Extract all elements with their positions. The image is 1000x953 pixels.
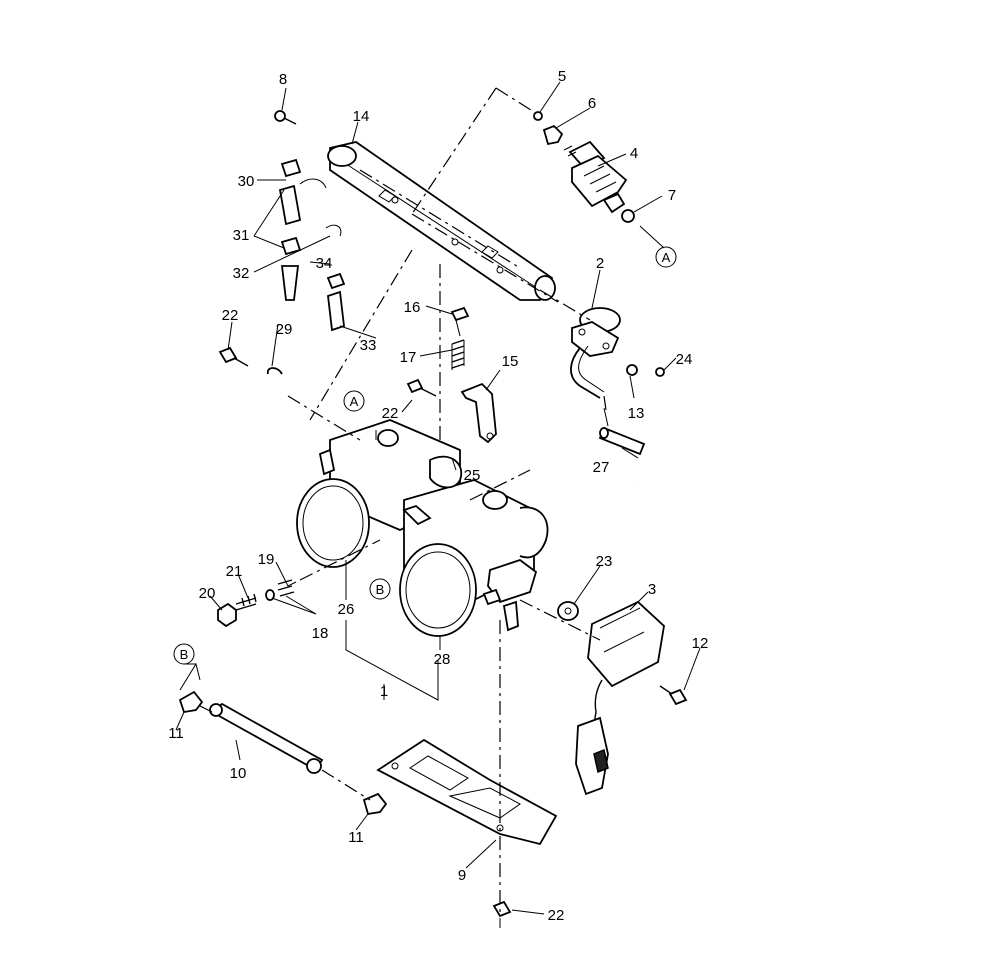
leader-lines bbox=[175, 81, 701, 915]
label-22-bottom: 22 bbox=[548, 907, 565, 924]
screw-12 bbox=[659, 685, 688, 706]
screw-22-left bbox=[218, 346, 249, 367]
label-10: 10 bbox=[230, 765, 247, 782]
label-26: 26 bbox=[338, 601, 355, 618]
label-9: 9 bbox=[458, 867, 466, 884]
label-22-mid: 22 bbox=[382, 405, 399, 422]
label-23: 23 bbox=[596, 553, 613, 570]
label-27: 27 bbox=[593, 459, 610, 476]
label-28: 28 bbox=[434, 651, 451, 668]
throttle-position-sensor bbox=[575, 600, 665, 796]
label-25: 25 bbox=[464, 467, 481, 484]
label-21: 21 bbox=[226, 563, 243, 580]
pressure-regulator bbox=[570, 307, 638, 399]
washer-23 bbox=[557, 601, 579, 621]
label-22-left: 22 bbox=[222, 307, 239, 324]
reference-a-right: A bbox=[655, 246, 677, 268]
ref-a-right: A bbox=[662, 250, 671, 265]
label-30: 30 bbox=[238, 173, 255, 190]
cap-11-upper bbox=[178, 690, 204, 714]
label-6: 6 bbox=[588, 95, 596, 112]
label-13: 13 bbox=[628, 405, 645, 422]
fuel-rail bbox=[327, 141, 556, 301]
screw-22-mid bbox=[406, 378, 437, 397]
label-32: 32 bbox=[233, 265, 250, 282]
label-34: 34 bbox=[316, 255, 333, 272]
vacuum-tube bbox=[598, 407, 646, 456]
label-18: 18 bbox=[312, 625, 329, 642]
mounting-plate bbox=[376, 738, 558, 846]
label-31: 31 bbox=[233, 227, 250, 244]
ref-b-left: B bbox=[180, 647, 189, 662]
label-14: 14 bbox=[353, 108, 370, 125]
label-24: 24 bbox=[676, 351, 693, 368]
bolt-16 bbox=[450, 306, 470, 337]
screw-8 bbox=[274, 110, 297, 125]
label-12: 12 bbox=[692, 635, 709, 652]
label-29: 29 bbox=[276, 321, 293, 338]
label-8: 8 bbox=[279, 71, 287, 88]
shaft-10 bbox=[209, 702, 324, 774]
screw-22-bottom bbox=[492, 900, 512, 928]
fuel-injector bbox=[533, 111, 635, 223]
callout-labels: 8 14 5 6 4 7 30 31 32 34 22 29 33 16 17 … bbox=[168, 68, 708, 924]
label-15: 15 bbox=[502, 353, 519, 370]
throttle-body bbox=[296, 419, 549, 637]
label-11-upper: 11 bbox=[168, 725, 184, 742]
label-3: 3 bbox=[648, 581, 656, 598]
reference-a-left: A bbox=[343, 390, 365, 412]
label-19: 19 bbox=[258, 551, 275, 568]
adjust-hardware bbox=[217, 579, 295, 628]
label-20: 20 bbox=[199, 585, 216, 602]
label-1: 1 bbox=[380, 683, 388, 700]
cap-11-lower bbox=[362, 792, 388, 816]
bracket-15 bbox=[460, 382, 497, 444]
ref-a-left: A bbox=[350, 394, 359, 409]
fuel-hose bbox=[639, 367, 697, 489]
label-5: 5 bbox=[558, 68, 566, 85]
center-lines bbox=[199, 87, 607, 916]
label-4: 4 bbox=[630, 145, 638, 162]
label-7: 7 bbox=[668, 187, 676, 204]
label-33: 33 bbox=[360, 337, 377, 354]
label-16: 16 bbox=[404, 299, 421, 316]
spring-17 bbox=[451, 339, 465, 370]
label-2: 2 bbox=[596, 255, 604, 272]
reference-b-middle: B bbox=[369, 578, 391, 600]
label-17: 17 bbox=[400, 349, 417, 366]
linkage-parts bbox=[266, 158, 346, 375]
reference-b-left: B bbox=[173, 643, 195, 665]
label-11-lower: 11 bbox=[348, 829, 364, 846]
ref-b-middle: B bbox=[376, 582, 385, 597]
